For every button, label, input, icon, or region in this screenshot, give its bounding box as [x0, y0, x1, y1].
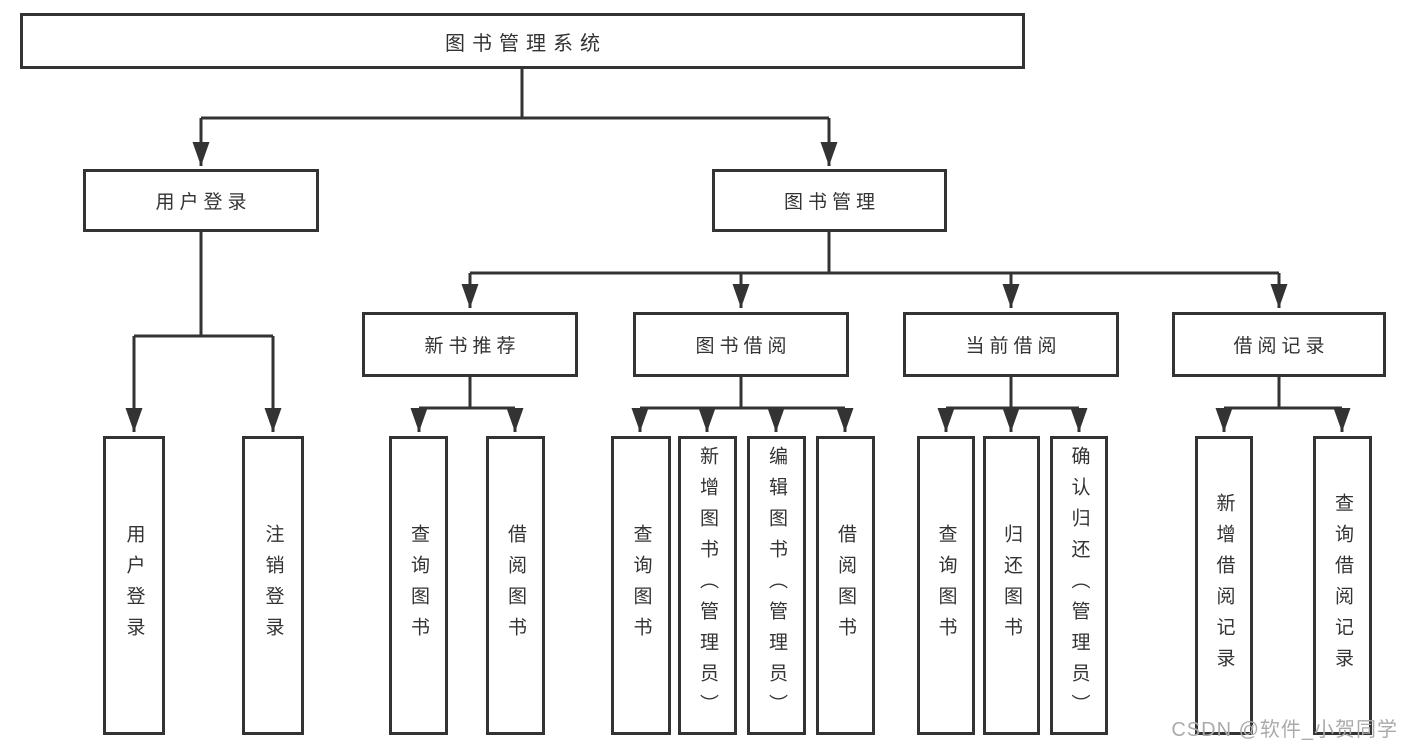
- leaf-edit-book-admin: 编辑图书（管理员）: [747, 436, 806, 735]
- leaf-confirm-return-admin-label: 确认归还（管理员）: [1068, 446, 1090, 725]
- node-book-borrowing: 图书借阅: [633, 312, 849, 377]
- leaf-borrow-books-recommend: 借阅图书: [486, 436, 545, 735]
- connector-arrows: [125, 118, 1351, 432]
- leaf-query-books-recommend-label: 查询图书: [408, 523, 429, 648]
- leaf-add-book-admin-label: 新增图书（管理员）: [697, 446, 718, 725]
- leaf-borrow-books-recommend-label: 借阅图书: [505, 523, 526, 648]
- leaf-user-login-label: 用户登录: [123, 523, 145, 648]
- leaf-query-borrow-record-label: 查询借阅记录: [1332, 492, 1353, 679]
- leaf-logout-label: 注销登录: [262, 523, 284, 648]
- leaf-query-books-recommend: 查询图书: [389, 436, 448, 735]
- node-borrowing-records: 借阅记录: [1172, 312, 1386, 377]
- leaf-query-books-current-label: 查询图书: [935, 523, 957, 648]
- node-borrowing-records-label: 借阅记录: [1233, 336, 1330, 357]
- watermark-text: CSDN @软件_小贺同学: [1171, 719, 1398, 741]
- leaf-confirm-return-admin: 确认归还（管理员）: [1050, 436, 1108, 735]
- node-book-borrowing-label: 图书借阅: [695, 336, 792, 357]
- node-user-login-label: 用户登录: [155, 192, 252, 213]
- leaf-query-books-current: 查询图书: [917, 436, 975, 735]
- node-book-management: 图书管理: [712, 169, 947, 232]
- node-library-system-label: 图书管理系统: [445, 32, 607, 55]
- leaf-add-borrow-record-label: 新增借阅记录: [1213, 492, 1235, 679]
- leaf-borrow-books-borrowing: 借阅图书: [816, 436, 875, 735]
- leaf-edit-book-admin-label: 编辑图书（管理员）: [766, 446, 787, 725]
- leaf-add-borrow-record: 新增借阅记录: [1195, 436, 1253, 735]
- leaf-query-books-borrowing-label: 查询图书: [630, 523, 652, 648]
- leaf-user-login: 用户登录: [103, 436, 165, 735]
- leaf-logout: 注销登录: [242, 436, 304, 735]
- node-current-borrowing-label: 当前借阅: [965, 336, 1062, 357]
- node-library-system: 图书管理系统: [20, 13, 1025, 69]
- node-current-borrowing: 当前借阅: [903, 312, 1119, 377]
- leaf-query-borrow-record: 查询借阅记录: [1313, 436, 1372, 735]
- leaf-return-book-label: 归还图书: [1001, 523, 1022, 648]
- node-new-book-recommendation: 新书推荐: [362, 312, 578, 377]
- leaf-borrow-books-borrowing-label: 借阅图书: [835, 523, 856, 648]
- node-new-book-recommendation-label: 新书推荐: [424, 336, 521, 357]
- node-book-management-label: 图书管理: [783, 192, 880, 213]
- leaf-query-books-borrowing: 查询图书: [611, 436, 671, 735]
- leaf-return-book: 归还图书: [983, 436, 1040, 735]
- leaf-add-book-admin: 新增图书（管理员）: [678, 436, 737, 735]
- node-user-login: 用户登录: [83, 169, 319, 232]
